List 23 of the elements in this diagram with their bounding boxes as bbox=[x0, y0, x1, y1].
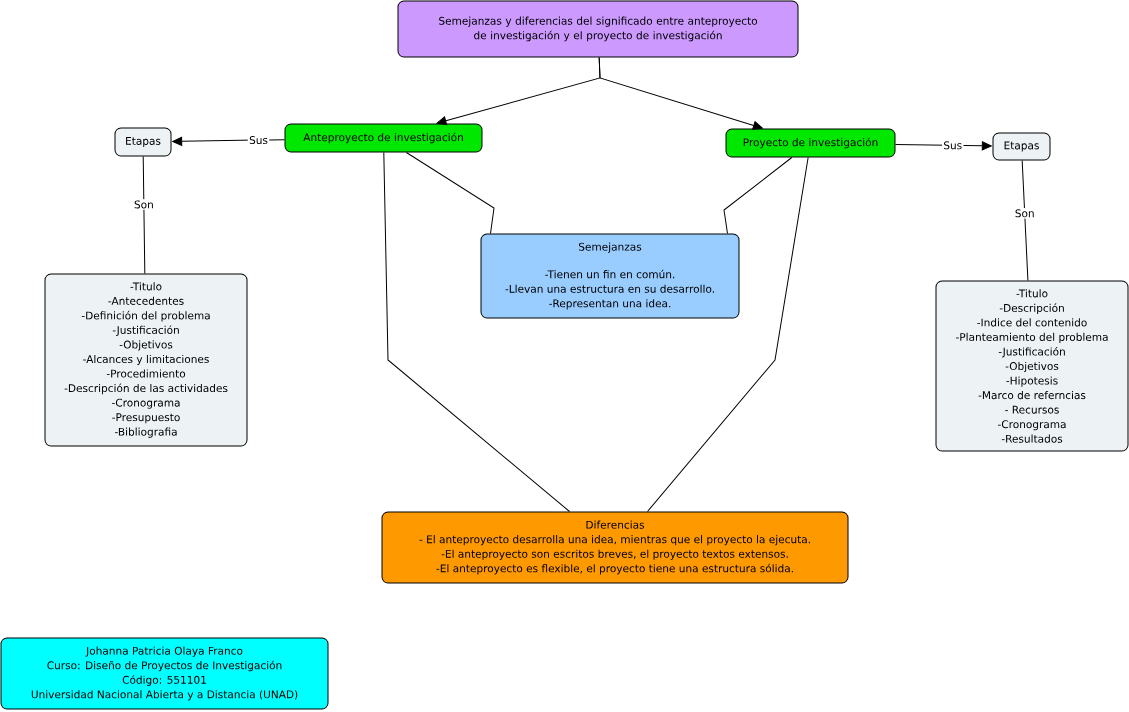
concept-box: Semejanzas -Tienen un fin en común. -Llevan una estructura en su desarrollo. -Representan una idea. bbox=[480, 233, 740, 319]
concept-box: Etapas bbox=[114, 127, 172, 157]
arrow bbox=[895, 141, 992, 151]
concept-box: Diferencias - El anteproyecto desarrolla una idea, mientras que el proyecto la ejecuta. -El anteproyecto son escritos breves, el proyecto textos extensos. -El anteproyecto es flexible, el proyecto tiene una estructura sólida. bbox=[381, 511, 849, 584]
edge-label: Son bbox=[1013, 208, 1036, 219]
connector-line bbox=[405, 152, 495, 234]
connector-line bbox=[723, 157, 793, 234]
arrow bbox=[172, 136, 285, 146]
arrow bbox=[598, 57, 763, 130]
info-box: Johanna Patricia Olaya Franco Curso: Diseño de Proyectos de Investigación Código: 551101 Universidad Nacional Abierta y a Distancia (UNAD) bbox=[0, 637, 329, 710]
concept-box: Anteproyecto de investigación bbox=[284, 123, 483, 153]
concept-box: Etapas bbox=[992, 132, 1051, 161]
title-box: Semejanzas y diferencias del significado entre anteproyecto de investigación y el proyecto de investigación bbox=[397, 0, 799, 58]
connector-line bbox=[142, 156, 146, 274]
edge-label: Sus bbox=[247, 134, 270, 146]
edge-label: Sus bbox=[942, 140, 964, 151]
list-box: -Titulo -Antecedentes -Definición del problema -Justificación -Objetivos -Alcances y limitaciones -Procedimiento -Descripción de las actividades -Cronograma -Presupuesto -Bibliografia bbox=[44, 273, 248, 447]
connector-line bbox=[1021, 160, 1029, 281]
edge-label: Son bbox=[132, 199, 156, 210]
connector-line bbox=[383, 152, 570, 512]
connector-line bbox=[647, 157, 809, 512]
concept-box: Proyecto de investigación bbox=[725, 128, 896, 158]
list-box: -Titulo -Descripción -Indice del contenido -Planteamiento del problema -Justificación -Objetivos -Hipotesis -Marco de referncias - Recursos -Cronograma -Resultados bbox=[935, 280, 1129, 452]
